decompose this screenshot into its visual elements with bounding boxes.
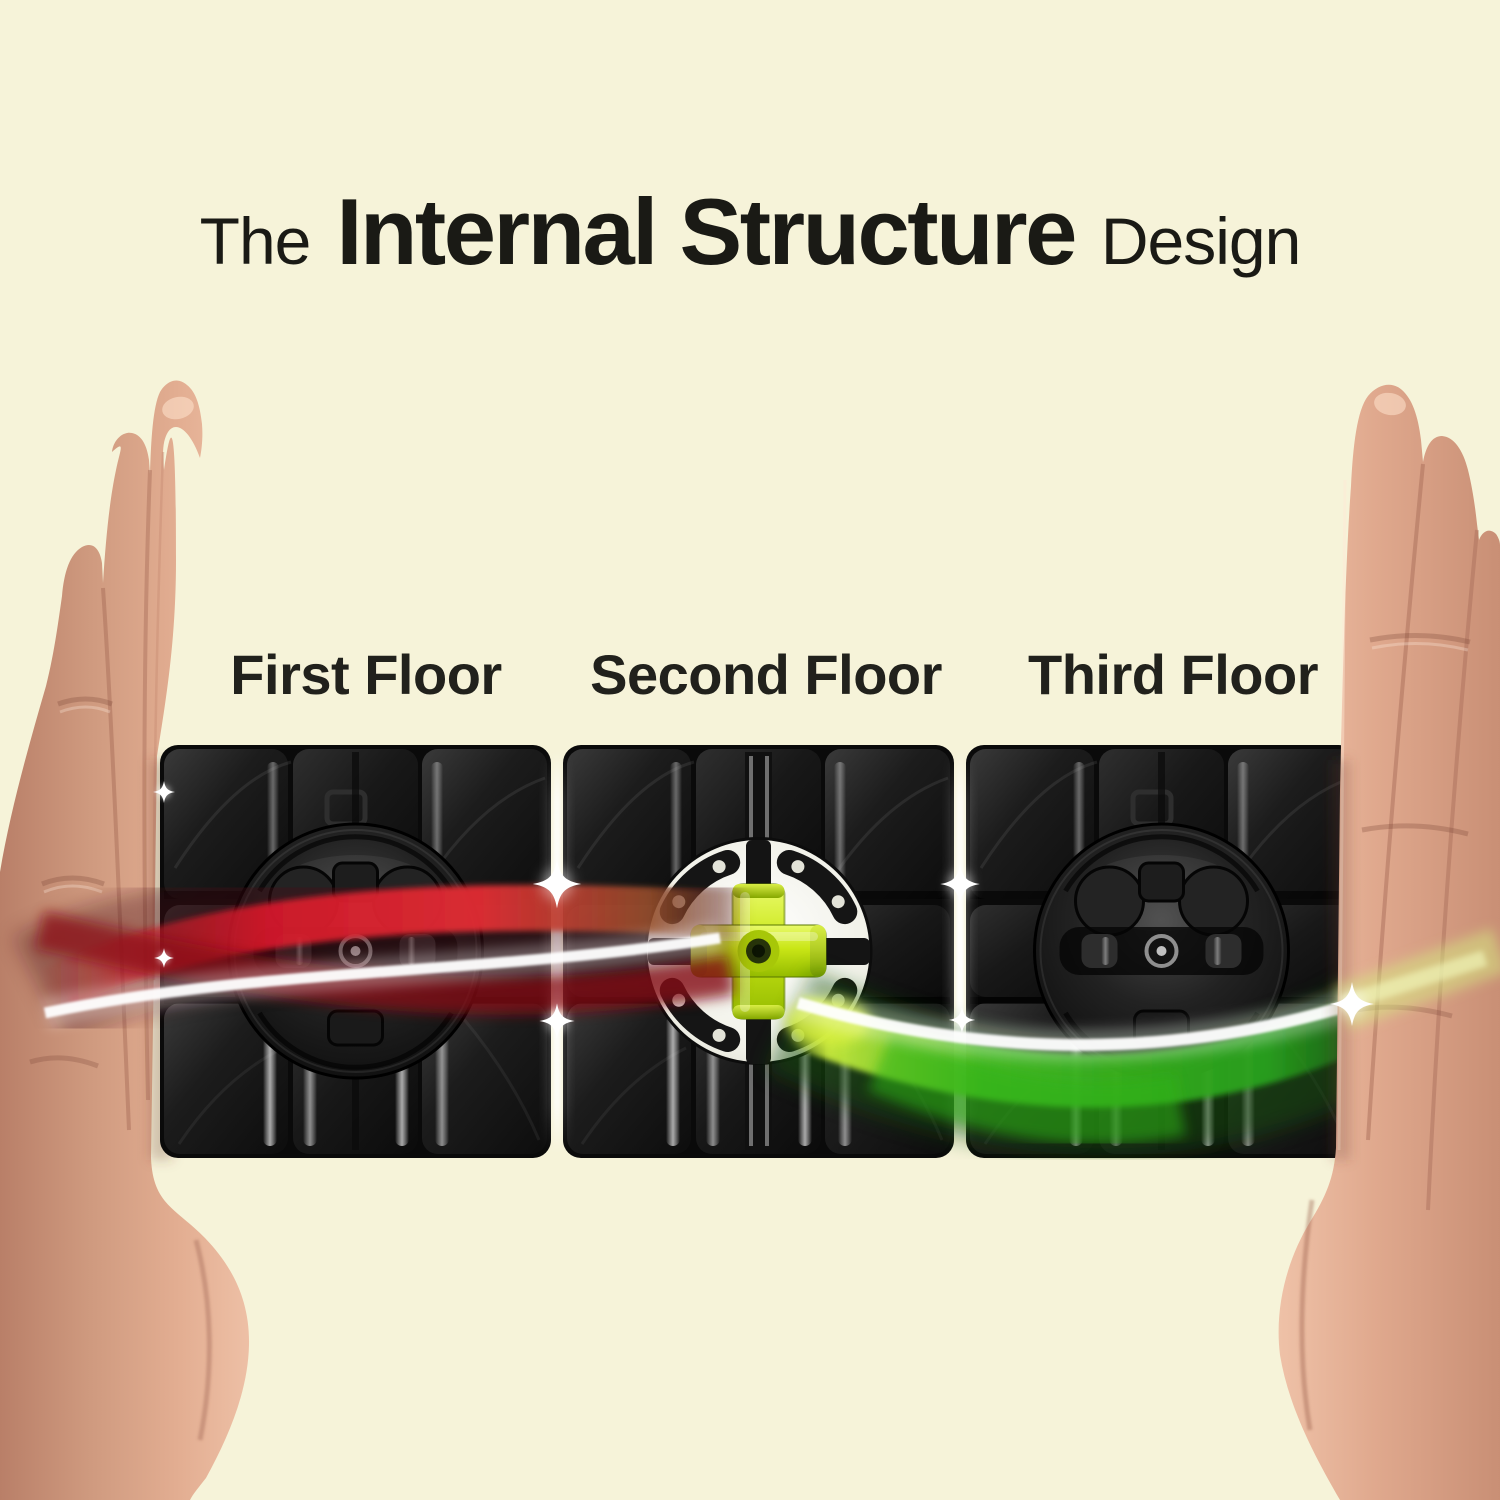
- title-prefix: The: [199, 204, 312, 278]
- floor-label-first: First Floor: [230, 643, 502, 706]
- title-emphasis: Internal Structure: [336, 179, 1077, 284]
- floor-label-second: Second Floor: [590, 643, 942, 706]
- right-hand-photo: [1278, 384, 1500, 1500]
- page-title: The Internal Structure Design: [0, 178, 1500, 286]
- floor-label-third: Third Floor: [1027, 643, 1319, 706]
- green-light-spill: [1334, 928, 1500, 1030]
- title-suffix: Design: [1100, 204, 1301, 278]
- green-light-streak: [766, 955, 1452, 1156]
- cube-first-floor-layer: [158, 743, 553, 1160]
- red-light-streak: [13, 866, 742, 1044]
